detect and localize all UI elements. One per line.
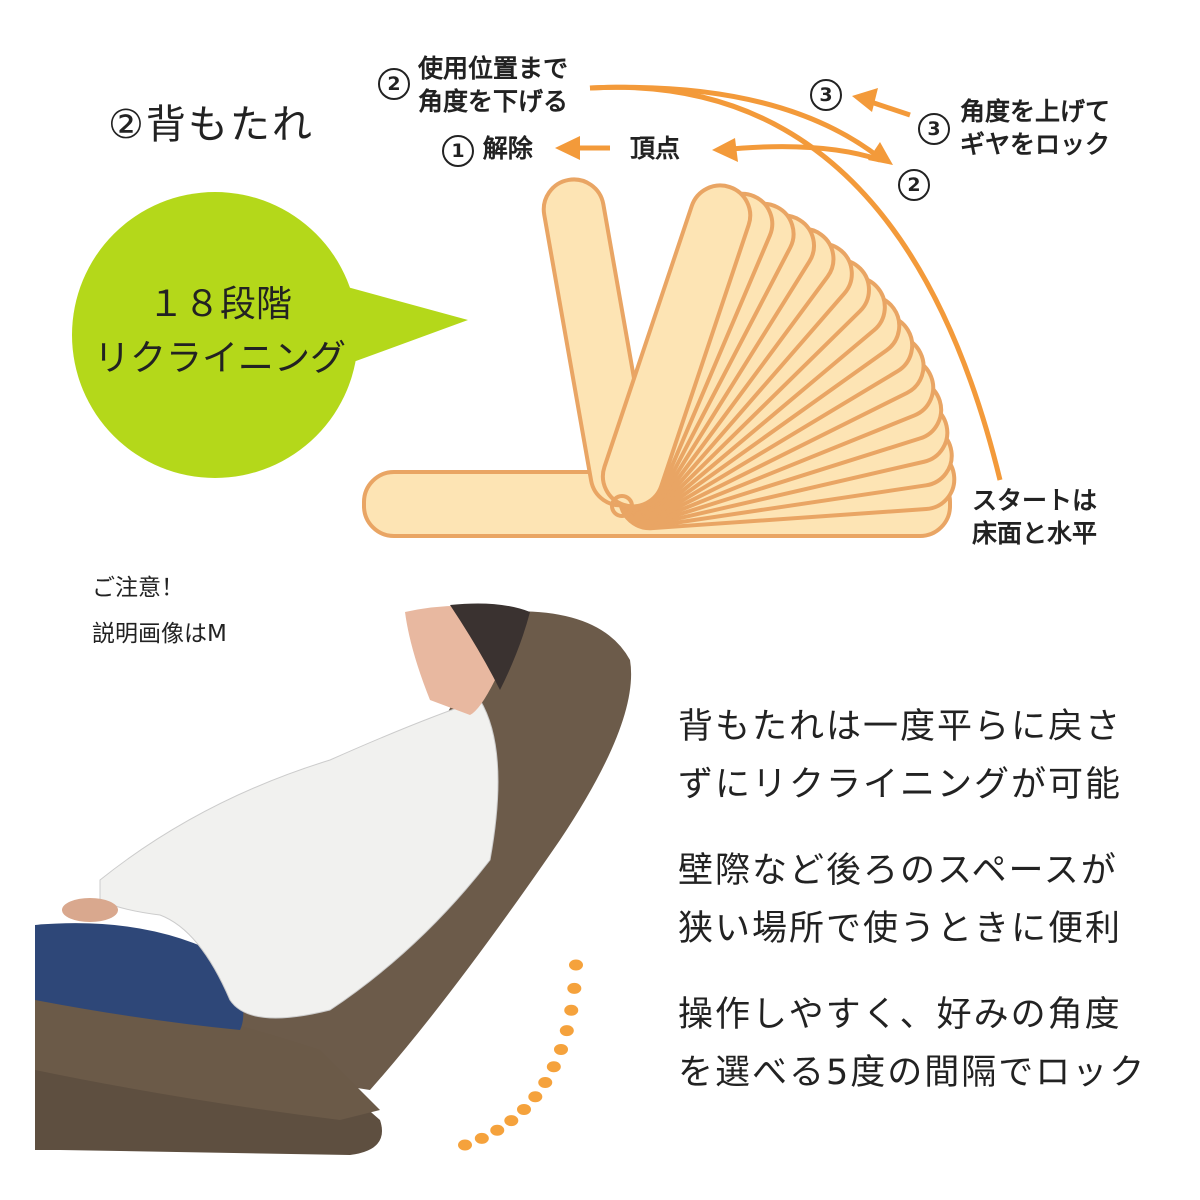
description-line-5: 操作しやすく、好みの角度	[678, 995, 1122, 1035]
note-line-2: 説明画像はM	[92, 621, 227, 647]
label-start: スタートは 床面と水平	[972, 484, 1097, 550]
dotted-arc	[458, 959, 583, 1151]
dot	[490, 1124, 505, 1136]
step3-number: 3	[918, 113, 950, 145]
dot	[564, 1004, 579, 1016]
bubble-text: １８段階 リクライニング	[80, 278, 360, 386]
chair-photo	[35, 603, 632, 1155]
dot	[569, 959, 583, 971]
step1-number: 1	[442, 135, 474, 167]
dot	[517, 1103, 531, 1115]
step2-text-2: 角度を下げる	[418, 87, 569, 116]
label-step3: 3 角度を上げて ギヤをロック	[918, 95, 1110, 161]
label-apex: 頂点	[630, 134, 681, 163]
arrowheads	[555, 88, 893, 165]
description-line-3: 壁際など後ろのスペースが	[678, 851, 1118, 891]
step3-text-2: ギヤをロック	[960, 130, 1111, 159]
backrest-slat	[600, 183, 753, 509]
arrow-2-down	[589, 84, 882, 160]
recline-fan-diagram	[362, 177, 957, 538]
dot	[538, 1077, 553, 1088]
pivot-icon	[610, 494, 634, 518]
dot	[554, 1043, 568, 1055]
step1-text: 解除	[482, 134, 533, 163]
description-line-2: ずにリクライニングが可能	[678, 765, 1123, 805]
dot	[546, 1061, 561, 1073]
arrows	[570, 84, 1003, 481]
step2-text-1: 使用位置まで	[418, 54, 569, 83]
shirt	[99, 699, 499, 1019]
dot	[474, 1132, 489, 1144]
jeans	[35, 923, 244, 1030]
dot	[458, 1139, 472, 1151]
speech-bubble	[72, 192, 468, 478]
big-arc	[589, 84, 1003, 481]
label-step2: 2 使用位置まで 角度を下げる	[378, 52, 568, 118]
bubble-line-2: リクライニング	[93, 338, 346, 379]
arrow-apex-right	[719, 144, 881, 163]
step2-number-right: 2	[898, 169, 930, 201]
dot	[504, 1115, 519, 1127]
bubble-line-1: １８段階	[147, 284, 292, 325]
step2-number: 2	[378, 68, 410, 100]
note-line-1: ご注意！	[92, 575, 184, 601]
dot	[559, 1025, 574, 1037]
start-text-1: スタートは	[972, 486, 1098, 515]
dot	[528, 1091, 543, 1103]
description-line-6: を選べる5度の間隔でロック	[678, 1053, 1147, 1093]
label-step2-right: 2	[898, 166, 930, 201]
label-step3-top: 3	[810, 76, 842, 111]
start-text-2: 床面と水平	[972, 519, 1098, 548]
description-line-1: 背もたれは一度平らに戻さ	[678, 707, 1123, 747]
label-step1: 1 解除	[442, 132, 533, 167]
dot	[567, 982, 582, 994]
page-title: ②背もたれ	[108, 102, 314, 148]
step3-text-1: 角度を上げて	[960, 97, 1111, 126]
description-line-4: 狭い場所で使うときに便利	[678, 909, 1123, 949]
step3-number-top: 3	[810, 79, 842, 111]
